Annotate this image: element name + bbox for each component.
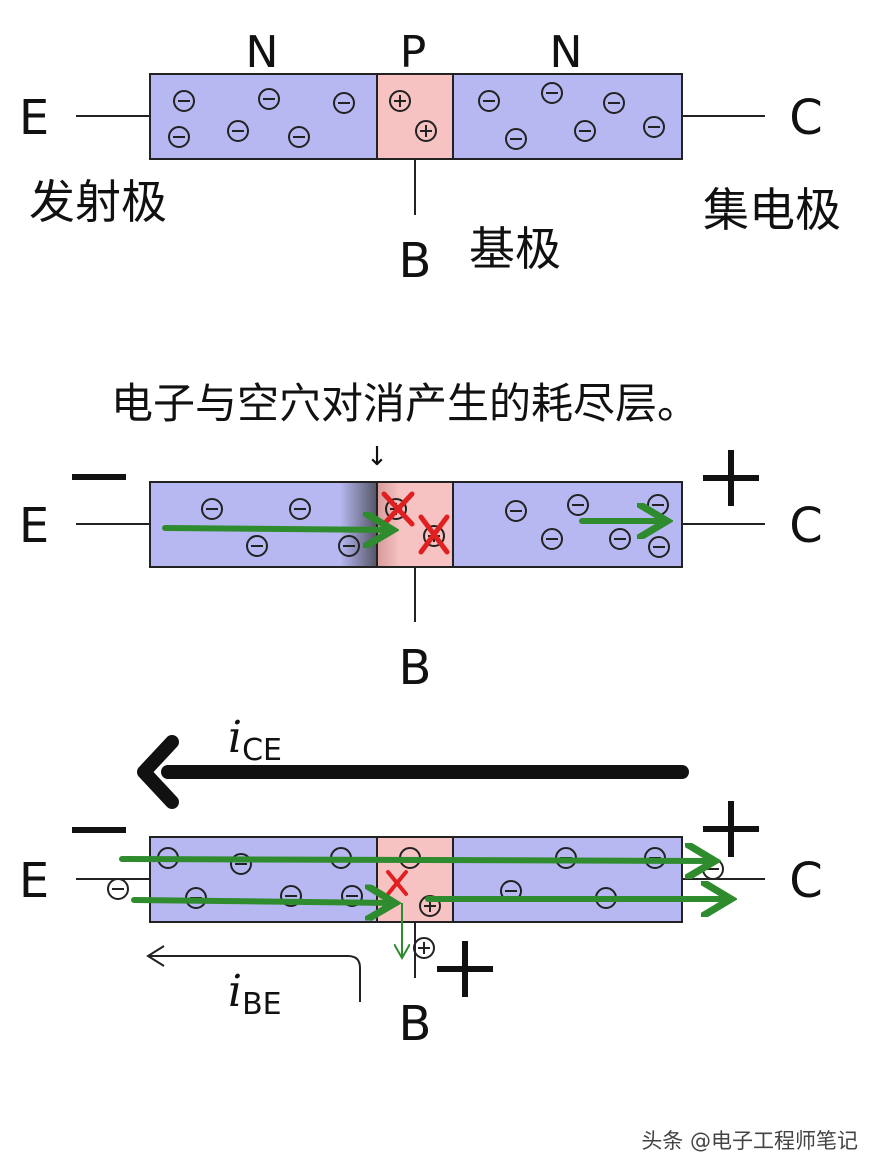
label-b: B [399, 996, 432, 1052]
label-b: B [399, 233, 432, 289]
panel-structure: N P N E C B 发射极 基极 集电极 [19, 27, 841, 289]
current-ce-label: iCE [228, 712, 282, 768]
current-be-arrowhead-icon [146, 945, 165, 967]
n-collector-region [452, 73, 683, 160]
n-emitter-region [149, 73, 378, 160]
panel-depletion: 电子与空穴对消产生的耗尽层。 ↓ E C B [19, 379, 823, 696]
depletion-zone-p [378, 483, 400, 566]
plus-sign-base [437, 941, 493, 997]
depletion-caption: 电子与空穴对消产生的耗尽层。 [111, 379, 699, 428]
label-c: C [789, 853, 823, 909]
electron-flow-arrow-lower-left [131, 900, 392, 903]
label-e: E [19, 90, 49, 146]
current-be-label: iBE [228, 966, 282, 1022]
current-ce-arrowhead-icon [137, 735, 179, 809]
panel-conduction: iCE E C B [19, 712, 823, 1052]
n-collector-region [452, 481, 683, 568]
label-e: E [19, 853, 49, 909]
label-c: C [789, 90, 823, 146]
label-e: E [19, 498, 49, 554]
label-c: C [789, 498, 823, 554]
current-be-arrow [150, 955, 361, 1002]
base-cn-label: 基极 [469, 222, 561, 276]
emitter-cn-label: 发射极 [29, 175, 167, 229]
depletion-zone-n [340, 483, 377, 566]
label-p: P [400, 27, 427, 78]
minus-sign [72, 474, 126, 480]
p-base-region [376, 73, 454, 160]
label-n-right: N [550, 27, 583, 78]
label-b: B [399, 640, 432, 696]
electron-flow-arrow-emitter [162, 528, 390, 530]
n-collector-region [452, 836, 683, 923]
plus-sign-collector [703, 801, 759, 857]
n-emitter-region [149, 836, 378, 923]
minus-sign [72, 827, 126, 833]
label-n-left: N [246, 27, 279, 78]
caption-arrow-icon: ↓ [366, 442, 388, 472]
watermark: 头条 @电子工程师笔记 [641, 1129, 858, 1153]
collector-cn-label: 集电极 [703, 183, 841, 237]
plus-sign [703, 450, 759, 506]
electron-flow-arrow-top [119, 859, 712, 861]
